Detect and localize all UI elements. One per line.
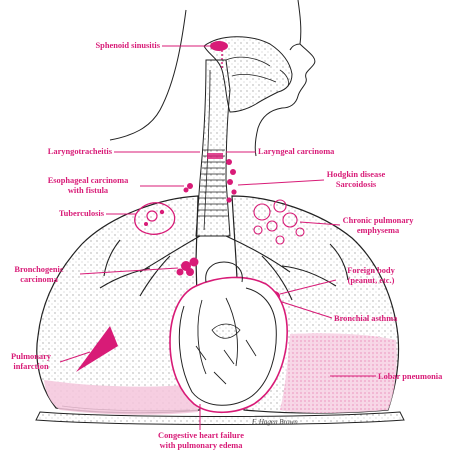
label-hodgkin-sarcoidosis: Hodgkin disease Sarcoidosis (316, 170, 396, 189)
pulmonary-infarction-wedge (76, 326, 118, 372)
label-laryngotracheitis: Laryngotracheitis (47, 147, 112, 156)
mediastinal-nodes (183, 159, 237, 203)
emphysema-bullae (253, 199, 305, 245)
label-pulmonary-infarction: Pulmonary infarction (2, 352, 60, 371)
trachea (195, 59, 231, 237)
artist-signature: F. Hagen Brown (252, 418, 298, 426)
label-heart-failure-line1: Congestive heart failure (158, 431, 244, 440)
label-foreign-body: Foreign body (peanut, etc.) (332, 266, 410, 285)
label-heart-failure-line2: with pulmonary edema (159, 440, 243, 450)
label-hodgkin-line1: Hodgkin disease (326, 170, 386, 179)
diaphragm (35, 411, 405, 425)
label-hodgkin-line2: Sarcoidosis (335, 179, 377, 189)
heart (169, 261, 288, 414)
label-bronchogenic-carcinoma: Bronchogenic carcinoma (2, 265, 76, 284)
label-bronchogenic-line1: Bronchogenic (14, 265, 64, 274)
label-bronchogenic-line2: carcinoma (20, 274, 58, 284)
sphenoid-sinus-marker (210, 41, 228, 51)
label-chronic-emphysema-line2: emphysema (356, 225, 400, 235)
label-chronic-emphysema: Chronic pulmonary emphysema (338, 216, 418, 235)
label-esophageal-carcinoma-line1: Esophageal carcinoma (47, 176, 129, 185)
bronchial-tree (99, 235, 349, 301)
label-foreign-body-line2: (peanut, etc.) (347, 275, 395, 285)
lobar-pneumonia-shading (280, 333, 397, 413)
label-esophageal-carcinoma-line2: with fistula (67, 185, 109, 195)
leader-lines (59, 45, 376, 430)
label-tuberculosis: Tuberculosis (58, 209, 104, 218)
label-sphenoid-sinusitis: Sphenoid sinusitis (95, 41, 160, 50)
head-profile (109, 0, 316, 157)
label-pulmonary-infarction-line1: Pulmonary (10, 352, 51, 361)
label-lobar-pneumonia: Lobar pneumonia (378, 372, 443, 381)
tuberculosis-lesion (134, 202, 176, 235)
label-esophageal-carcinoma: Esophageal carcinoma with fistula (36, 176, 140, 195)
label-laryngeal-carcinoma: Laryngeal carcinoma (258, 147, 335, 156)
label-foreign-body-line1: Foreign body (347, 266, 395, 275)
bronchogenic-mass (176, 257, 199, 276)
label-pulmonary-infarction-line2: infarction (13, 361, 49, 371)
label-chronic-emphysema-line1: Chronic pulmonary (342, 216, 414, 225)
left-edema-shading (44, 380, 198, 415)
label-heart-failure: Congestive heart failure with pulmonary … (136, 431, 266, 450)
label-bronchial-asthma: Bronchial asthma (334, 314, 398, 323)
